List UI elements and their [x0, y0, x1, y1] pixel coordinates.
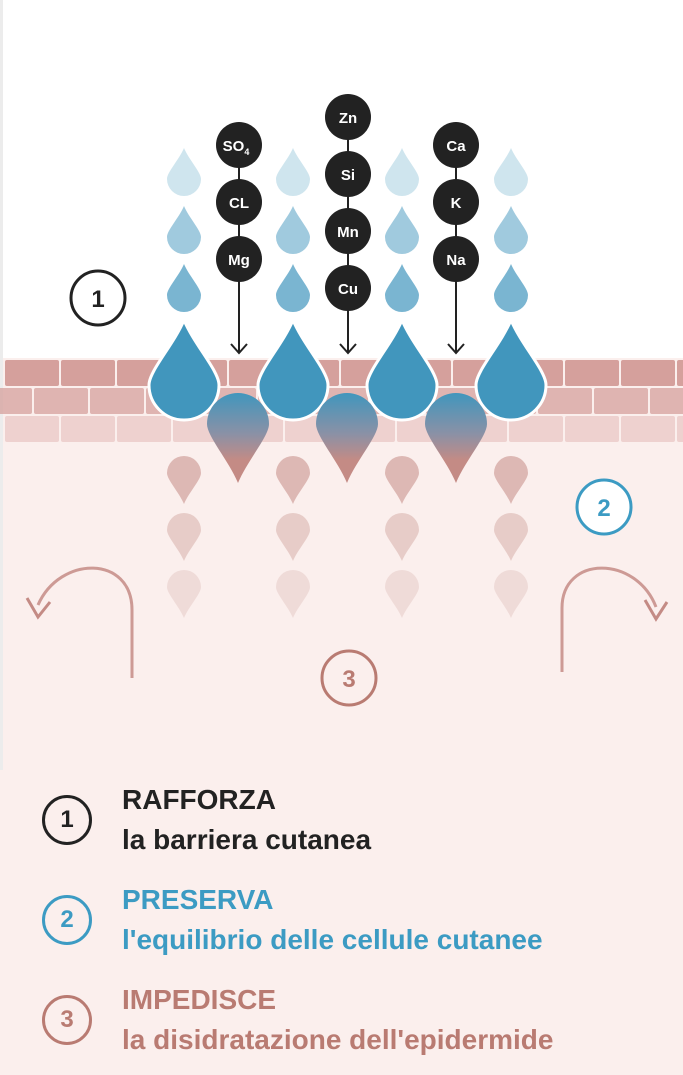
- legend-number-1: 1: [42, 795, 92, 845]
- brick: [0, 388, 32, 414]
- ion-circle: [433, 179, 479, 225]
- brick: [677, 416, 683, 442]
- gradient-drop: [425, 393, 487, 483]
- left-curve-arrow: [36, 566, 134, 678]
- brick: [538, 388, 592, 414]
- small-blue-drop: [276, 148, 310, 196]
- large-blue-drop: [365, 316, 439, 422]
- small-blue-drop: [167, 148, 201, 196]
- right-arrow-head: [643, 599, 669, 622]
- legend-item-2: 2 PRESERVA l'equilibrio delle cellule cu…: [42, 880, 662, 960]
- small-pink-drop: [276, 456, 310, 504]
- ion-label: Mn: [337, 224, 359, 241]
- brick: [677, 360, 683, 386]
- small-blue-drop: [167, 206, 201, 254]
- ion-circle: [433, 122, 479, 168]
- ion-circle: [325, 94, 371, 140]
- legend-title-2: PRESERVA: [122, 884, 274, 915]
- small-pink-drop: [276, 513, 310, 561]
- small-pink-drop: [385, 570, 419, 618]
- ion-label: K: [451, 195, 462, 212]
- ion-circle: [216, 179, 262, 225]
- svg-text:2: 2: [597, 495, 610, 522]
- marker-2: 2: [575, 478, 633, 536]
- marker-3: 3: [320, 649, 378, 707]
- legend-number-2: 2: [42, 895, 92, 945]
- brick: [90, 388, 144, 414]
- brick: [61, 360, 115, 386]
- small-blue-drop: [276, 206, 310, 254]
- ion-label: SO4: [223, 138, 250, 157]
- brick: [594, 388, 648, 414]
- legend-background: [0, 770, 683, 1075]
- legend-item-3: 3 IMPEDISCE la disidratazione dell'epide…: [42, 980, 662, 1060]
- small-pink-drop: [494, 456, 528, 504]
- ion-circle: [216, 236, 262, 282]
- legend-subtitle-2: l'equilibrio delle cellule cutanee: [122, 924, 543, 955]
- small-blue-drop: [276, 264, 310, 312]
- small-pink-drop: [167, 570, 201, 618]
- brick: [5, 416, 59, 442]
- small-pink-drop: [167, 456, 201, 504]
- ion-label: CL: [229, 195, 249, 212]
- down-arrow-head: [230, 343, 248, 355]
- small-blue-drop: [494, 264, 528, 312]
- brick: [621, 360, 675, 386]
- brick: [565, 360, 619, 386]
- ion-circle: [216, 122, 262, 168]
- small-pink-drop: [494, 513, 528, 561]
- ion-circle: [325, 265, 371, 311]
- brick: [34, 388, 88, 414]
- svg-text:3: 3: [342, 666, 355, 693]
- small-pink-drop: [276, 570, 310, 618]
- brick: [117, 416, 171, 442]
- ion-circle: [433, 236, 479, 282]
- small-blue-drop: [494, 206, 528, 254]
- ion-label: Zn: [339, 110, 357, 127]
- left-border: [0, 0, 3, 1075]
- legend-subtitle-3: la disidratazione dell'epidermide: [122, 1024, 554, 1055]
- ion-circle: [325, 151, 371, 197]
- ion-label: Ca: [446, 138, 466, 155]
- small-blue-drop: [385, 148, 419, 196]
- gradient-drop: [316, 393, 378, 483]
- left-arrow-head: [25, 597, 52, 620]
- right-curve-arrow: [560, 566, 658, 672]
- small-pink-drop: [167, 513, 201, 561]
- ion-label: Cu: [338, 281, 358, 298]
- water-drops: [147, 148, 548, 618]
- large-blue-drop: [474, 316, 548, 422]
- legend-title-1: RAFFORZA: [122, 784, 276, 815]
- down-arrow-head: [339, 343, 357, 355]
- legend-title-3: IMPEDISCE: [122, 984, 277, 1015]
- brick: [650, 388, 683, 414]
- small-blue-drop: [494, 148, 528, 196]
- ion-label: Na: [446, 252, 466, 269]
- small-blue-drop: [385, 206, 419, 254]
- small-pink-drop: [385, 513, 419, 561]
- small-blue-drop: [385, 264, 419, 312]
- svg-text:1: 1: [91, 286, 104, 313]
- brick: [621, 416, 675, 442]
- ion-label: Mg: [228, 252, 250, 269]
- gradient-drop: [207, 392, 270, 483]
- small-pink-drop: [385, 456, 419, 504]
- legend-number-3: 3: [42, 995, 92, 1045]
- legend-subtitle-1: la barriera cutanea: [122, 824, 372, 855]
- brick: [5, 360, 59, 386]
- legend-item-1: 1 RAFFORZA la barriera cutanea: [42, 780, 662, 860]
- small-blue-drop: [167, 264, 201, 312]
- brick: [565, 416, 619, 442]
- brick: [509, 416, 563, 442]
- large-blue-drop: [147, 316, 221, 422]
- brick: [61, 416, 115, 442]
- ion-circle: [325, 208, 371, 254]
- down-arrow-head: [447, 343, 465, 355]
- ion-label: Si: [341, 167, 355, 184]
- small-pink-drop: [494, 570, 528, 618]
- large-blue-drop: [256, 316, 330, 422]
- marker-1: 1: [69, 269, 127, 327]
